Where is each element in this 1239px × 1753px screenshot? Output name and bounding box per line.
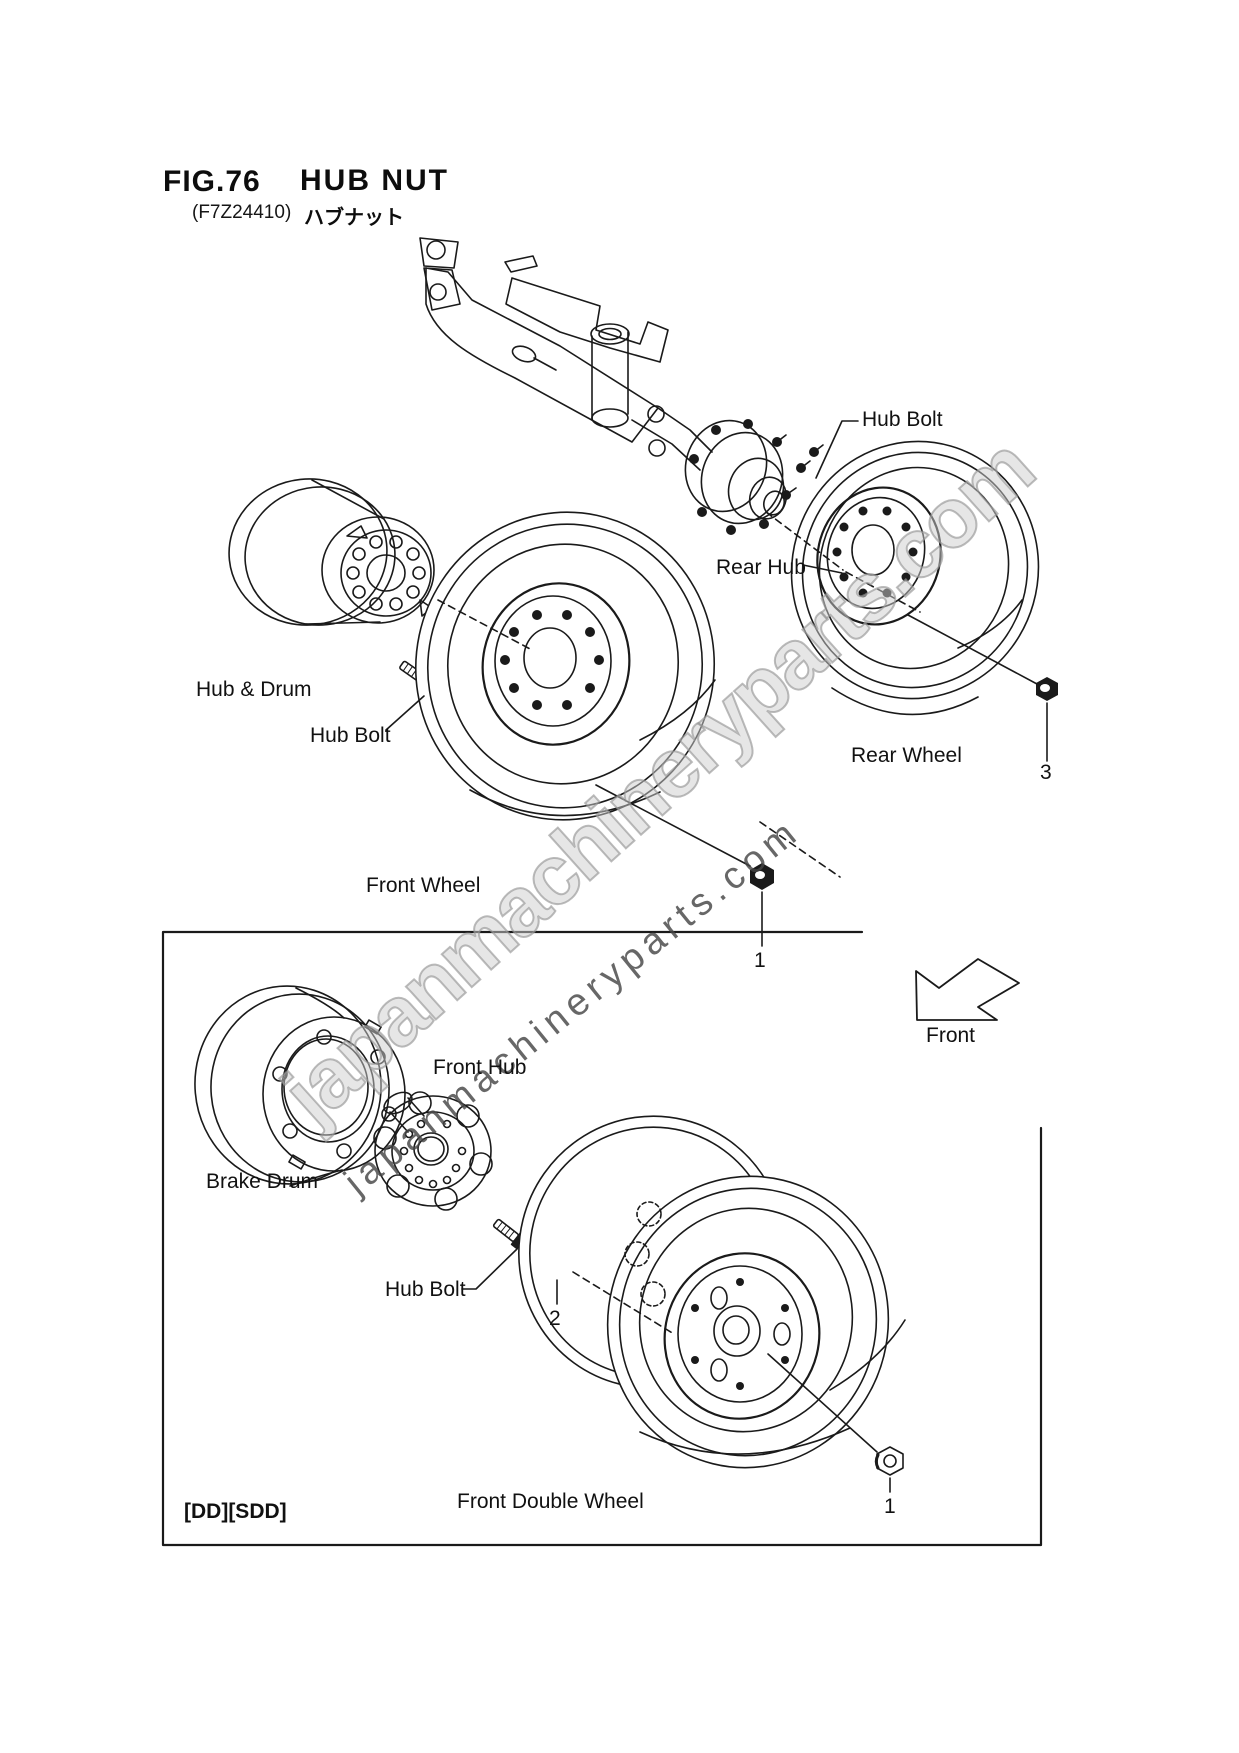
label-hub-bolt-front: Hub Bolt <box>310 724 391 747</box>
front-wheel-bolt-holes <box>500 610 604 710</box>
rear-hub-bolts <box>689 419 819 535</box>
figure-title: HUB NUT <box>300 164 449 197</box>
front-wheel-drawing <box>414 511 716 821</box>
double-wheel-hand-holes <box>710 1286 791 1382</box>
hub-nut-1-front-drawing <box>750 863 774 890</box>
double-wheel-bolt-holes <box>691 1278 789 1390</box>
hub-nut-1-double-drawing <box>874 1446 904 1476</box>
front-hub-drawing <box>373 1091 493 1211</box>
label-brake-drum: Brake Drum <box>206 1170 319 1193</box>
assembly-axis-lines <box>437 511 921 1335</box>
front-hub-lobes <box>373 1091 493 1211</box>
axle-assembly-drawing <box>419 237 713 471</box>
hub-nut-3-drawing <box>1036 677 1058 701</box>
label-front-wheel: Front Wheel <box>366 874 481 897</box>
callout-1-double-wheel-nut: 1 <box>884 1495 896 1518</box>
rear-wheel-bolt-holes <box>832 506 918 598</box>
label-front-direction: Front <box>926 1024 976 1047</box>
front-direction-arrow <box>915 958 1020 1021</box>
brake-drum-drawing <box>194 985 406 1187</box>
callout-3-rear-wheel-nut: 3 <box>1040 761 1052 784</box>
front-hub-stud-holes <box>399 1119 467 1189</box>
label-rear-hub: Rear Hub <box>716 556 806 579</box>
label-front-hub: Front Hub <box>433 1056 527 1079</box>
label-hub-bolt-rear: Hub Bolt <box>862 408 943 431</box>
front-double-wheel-drawing <box>518 1115 906 1469</box>
drum-flange-holes <box>346 535 426 611</box>
rear-hub-drawing <box>684 419 824 535</box>
label-front-double-wheel: Front Double Wheel <box>457 1490 644 1513</box>
rear-wheel-drawing <box>790 440 1040 716</box>
hub-drum-drawing <box>228 478 435 626</box>
figure-title-japanese: ハブナット <box>304 207 404 229</box>
figure-part-code: (F7Z24410) <box>192 202 292 223</box>
leader-lines <box>385 420 1048 1493</box>
brake-drum-holes <box>272 1029 397 1159</box>
variant-box-frame <box>161 930 1043 1547</box>
label-hub-bolt-box: Hub Bolt <box>385 1278 466 1301</box>
callout-2-wheel-nut: 2 <box>549 1307 561 1330</box>
label-hub-and-drum: Hub & Drum <box>196 678 312 701</box>
figure-number: FIG.76 <box>163 165 261 198</box>
label-rear-wheel: Rear Wheel <box>851 744 962 767</box>
label-variant-code: [DD][SDD] <box>184 1500 287 1523</box>
callout-1-front-wheel-nut: 1 <box>754 949 766 972</box>
ghost-nut-positions <box>624 1201 666 1307</box>
